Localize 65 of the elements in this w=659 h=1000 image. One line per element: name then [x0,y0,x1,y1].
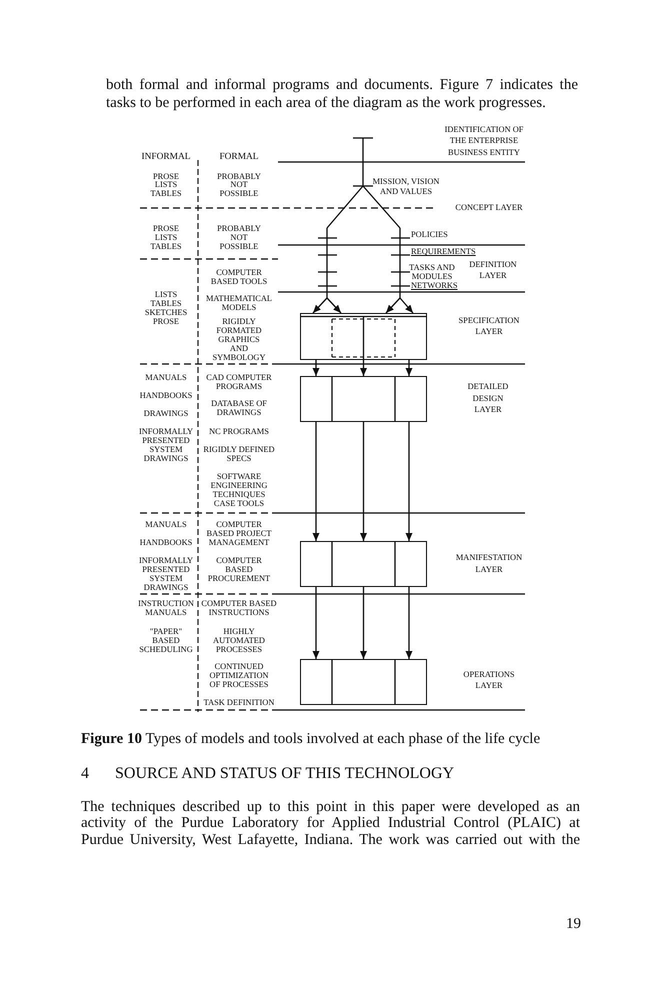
arrow [312,360,320,376]
column-entry: INFORMALLY PRESENTED SYSTEM DRAWINGS [138,426,194,462]
arrow [406,587,412,659]
column-entry: HANDBOOKS [139,538,193,546]
layer-label: DEFINITION LAYER [468,258,518,282]
arrow [360,360,367,376]
column-entry: PROSE LISTS TABLES [150,172,182,198]
column-entry: INSTRUCTION MANUALS [138,598,194,616]
column-entry: MANUALS [144,372,188,382]
layer-label: MANIFESTATION LAYER [455,552,523,576]
figure-caption: Figure 10 Types of models and tools involved at each phase of the life cycle [81,730,540,748]
page-number: 19 [565,915,581,933]
column-entry: CONTINUED OPTIMIZATION OF PROCESSES [208,662,270,688]
layer-label: SPECIFICATION LAYER [458,314,520,336]
column-entry: INFORMALLY PRESENTED SYSTEM DRAWINGS [138,556,194,592]
column-entry: MATHEMATICAL MODELS [205,294,273,312]
arrow [312,422,320,541]
column-entry: MANUALS [144,520,188,528]
column-entry: LISTS TABLES SKETCHES PROSE [144,290,188,326]
body-paragraph: The techniques described up to this point in this paper were developed as an activity of the Purdue Laboratory for Applied Industrial Control (PLAIC) at Purdue University, West Lafayette, Indiana. The work was carried out with the [81,798,580,849]
tick-label: POLICIES [411,230,448,238]
column-entry: COMPUTER BASED INSTRUCTIONS [200,598,278,616]
arrow [360,587,367,659]
column-heading: INFORMAL [141,152,191,162]
arrow [312,298,328,314]
tick-label: REQUIREMENTS [411,247,476,256]
layer-box [300,659,427,705]
layer-label: OPERATIONS LAYER [462,668,516,692]
layer-box [300,541,427,587]
tick-label: NETWORKS [411,280,458,290]
column-entry: COMPUTER BASED TOOLS [210,268,268,286]
layer-label: IDENTIFICATION OF THE ENTERPRISE BUSINESS ENTITY [444,124,524,159]
column-entry: COMPUTER BASED PROCUREMENT [207,556,271,582]
column-entry: CAD COMPUTER PROGRAMS [206,372,272,390]
layer-label: CONCEPT LAYER [454,203,524,212]
column-entry: RIGIDLY DEFINED SPECS [202,444,276,462]
arrow [312,587,320,659]
column-entry: RIGIDLY FORMATED GRAPHICS AND SYMBOLOGY [212,316,266,362]
arrow [326,298,342,314]
tick-label: TASKS AND MODULES [408,262,456,280]
section-number: 4 [81,764,89,784]
column-entry: HIGHLY AUTOMATED PROCESSES [212,626,266,654]
layer-label: DETAILED DESIGN LAYER [467,381,509,416]
tick-label: MISSION, VISION AND VALUES [372,177,440,197]
layer-box [300,376,427,422]
arrow [386,298,400,314]
section-heading: SOURCE AND STATUS OF THIS TECHNOLOGY [115,764,454,784]
column-entry: TASK DEFINITION [203,698,275,706]
column-entry: NC PROGRAMS [208,426,270,436]
arrow [360,422,367,541]
column-entry: PROSE LISTS TABLES [150,224,182,250]
arrow [406,360,412,376]
body-paragraph: both formal and informal programs and documents. Figure 7 indicates the tasks to be performed in each area of the diagram as the work progresses. [106,76,578,112]
column-entry: DRAWINGS [143,408,189,418]
column-entry: PROBABLY NOT POSSIBLE [216,224,262,250]
arrow [406,422,412,541]
column-entry: PROBABLY NOT POSSIBLE [216,172,262,198]
column-entry: DATABASE OF DRAWINGS [210,398,268,416]
column-heading: FORMAL [218,152,260,162]
layer-box [300,313,427,360]
column-entry: "PAPER" BASED SCHEDULING [138,626,194,654]
arrow [400,298,414,314]
column-entry: HANDBOOKS [139,390,193,400]
column-entry: COMPUTER BASED PROJECT MANAGEMENT [206,520,272,546]
column-entry: SOFTWARE ENGINEERING TECHNIQUES CASE TOOLS [210,472,268,508]
